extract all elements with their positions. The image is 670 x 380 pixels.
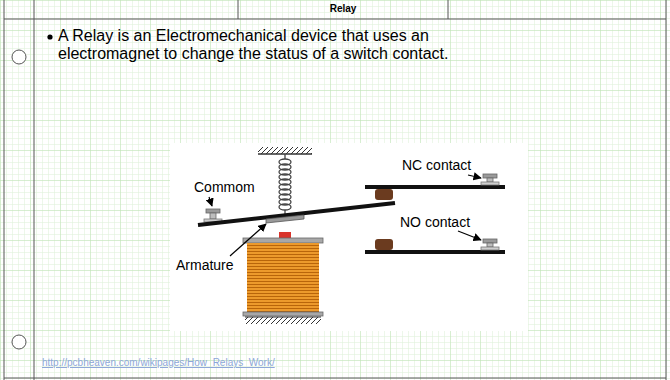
contact-pad [375,239,393,250]
contact-bar [365,185,505,189]
spring [279,154,291,215]
bullet-text: A Relay is an Electromechanical device t… [58,27,503,64]
contact-bar [365,250,505,254]
margin-circle [12,335,26,349]
terminal-screw [481,239,499,250]
terminal-screw [204,209,222,222]
terminal-screw [481,174,499,185]
armature-plate [266,215,304,223]
part-label: NC contact [402,157,471,173]
slide-frame [4,0,666,380]
armature-bar [198,203,395,225]
relay-illustration [170,143,528,331]
source-link: http://pcbheaven.com/wikipages/How_Relay… [42,357,275,369]
part-label: Armature [176,257,234,273]
contact-pad [375,189,393,200]
slide-title: Relay [238,3,448,15]
bullet-dot [47,34,52,39]
part-label: Commom [194,179,255,195]
coil [243,232,323,324]
part-label: NO contact [400,214,470,230]
margin-circle [12,50,26,64]
